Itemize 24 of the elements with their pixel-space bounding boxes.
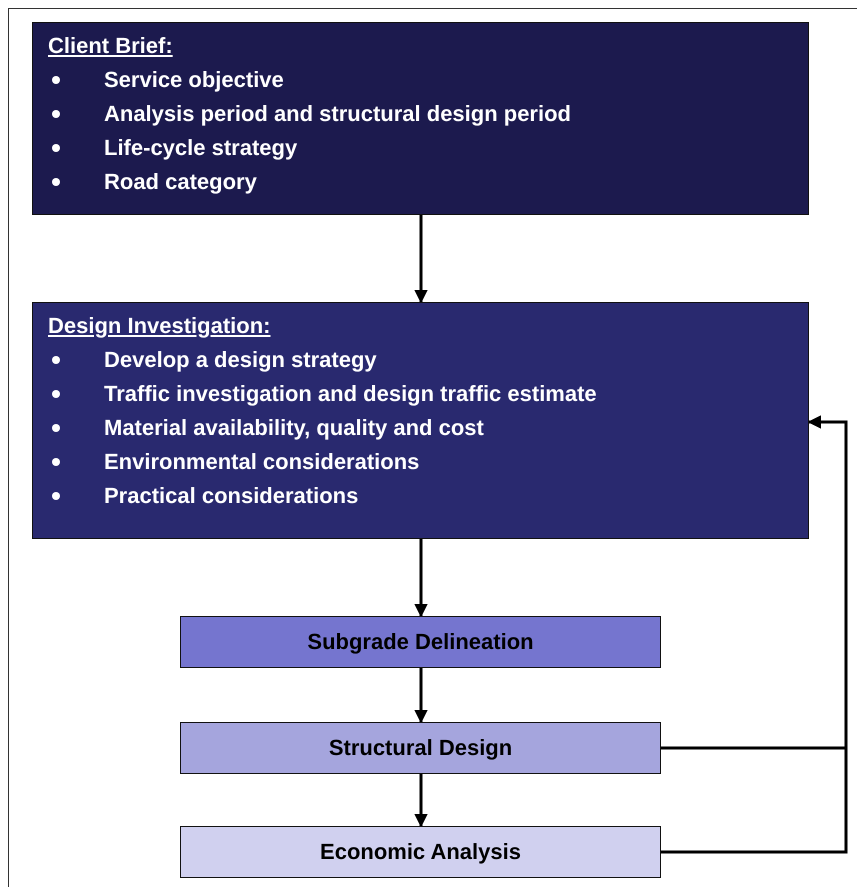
- bullet-item: Analysis period and structural design period: [104, 100, 571, 128]
- bullet-item: Develop a design strategy: [104, 346, 377, 374]
- box-heading: Client Brief:: [48, 32, 173, 60]
- box-heading: Design Investigation:: [48, 312, 270, 340]
- box-label: Subgrade Delineation: [307, 628, 534, 656]
- bullet-item: Life-cycle strategy: [104, 134, 298, 162]
- process-box: [32, 22, 809, 215]
- process-box: [180, 826, 661, 878]
- arrow: [414, 539, 428, 618]
- box-label: Economic Analysis: [320, 838, 521, 866]
- process-box: [32, 302, 809, 539]
- arrow: [414, 668, 428, 724]
- box-label: Structural Design: [328, 734, 512, 762]
- process-box: [180, 616, 661, 668]
- arrow: [661, 415, 848, 854]
- arrow: [414, 774, 428, 828]
- bullet-item: Material availability, quality and cost: [104, 414, 484, 442]
- bullet-item: Service objective: [104, 66, 284, 94]
- arrow: [414, 215, 428, 304]
- bullet-item: Traffic investigation and design traffic estimate: [104, 380, 597, 408]
- bullet-item: Road category: [104, 168, 257, 196]
- process-box: [180, 722, 661, 774]
- bullet-item: Environmental considerations: [104, 448, 420, 476]
- bullet-item: Practical considerations: [104, 482, 358, 510]
